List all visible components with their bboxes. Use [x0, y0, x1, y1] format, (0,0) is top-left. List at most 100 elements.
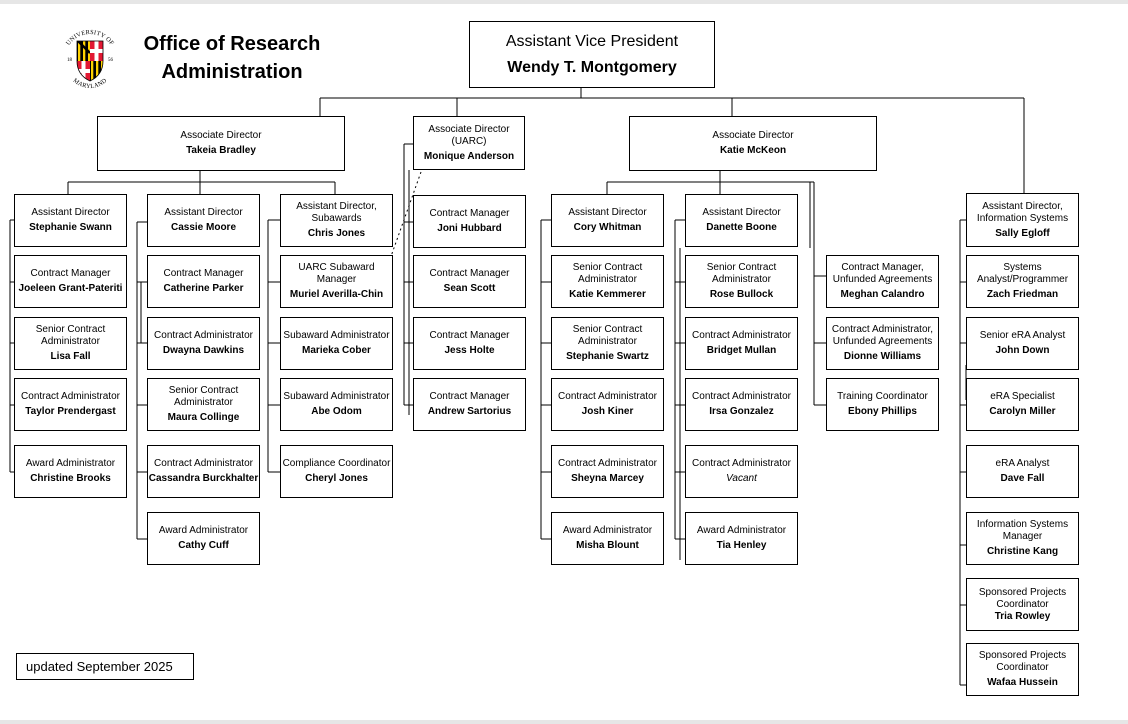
staff-box-holte: Contract Manager Jess Holte	[413, 317, 526, 370]
page-title-line-2: Administration	[161, 61, 303, 83]
position-title: Senior Contract Administrator	[572, 324, 643, 347]
person-name: Josh Kiner	[581, 406, 634, 417]
staff-box-calandro: Contract Manager, Unfunded Agreements Me…	[826, 255, 939, 308]
position-title: Systems Analyst/Programmer	[976, 262, 1069, 285]
person-name: Cassandra Burckhalter	[148, 473, 259, 484]
staff-box-cober: Subaward Administrator Marieka Cober	[280, 317, 393, 370]
person-name: Joni Hubbard	[437, 223, 502, 234]
position-title: Contract Manager	[429, 391, 510, 402]
staff-box-grant-pateriti: Contract Manager Joeleen Grant-Pateriti	[14, 255, 127, 308]
position-title: Senior Contract Administrator	[572, 262, 643, 285]
person-name: Tria Rowley	[994, 610, 1051, 622]
director-box-anderson: Associate Director (UARC) Monique Anders…	[413, 116, 525, 170]
person-name: Cathy Cuff	[178, 540, 229, 551]
position-title: Subaward Administrator	[283, 330, 390, 341]
staff-box-down: Senior eRA Analyst John Down	[966, 317, 1079, 370]
position-title: Compliance Coordinator	[282, 458, 391, 469]
person-name: Muriel Averilla-Chin	[289, 289, 384, 300]
person-name: Joeleen Grant-Pateriti	[18, 283, 123, 294]
person-name: Wendy T. Montgomery	[507, 58, 677, 76]
person-name: Katie McKeon	[719, 145, 787, 156]
staff-box-kemmerer: Senior Contract Administrator Katie Kemm…	[551, 255, 664, 308]
staff-box-vacant: Contract Administrator Vacant	[685, 445, 798, 498]
position-title: Contract Administrator	[558, 391, 657, 402]
seal-year-left: 18	[67, 58, 73, 63]
person-name: Takeia Bradley	[186, 145, 256, 156]
staff-box-sartorius: Contract Manager Andrew Sartorius	[413, 378, 526, 431]
page-title: Office of Research Administration	[142, 30, 322, 86]
person-name: Christine Brooks	[30, 473, 111, 484]
position-title: Contract Manager	[429, 330, 510, 341]
position-title: Training Coordinator	[837, 391, 928, 402]
position-title: Assistant Director	[31, 207, 110, 218]
position-title: Assistant Director	[164, 207, 243, 218]
person-name: Carolyn Miller	[989, 406, 1056, 417]
staff-box-prendergast: Contract Administrator Taylor Prendergas…	[14, 378, 127, 431]
position-title: Subaward Administrator	[283, 391, 390, 402]
person-name: Katie Kemmerer	[569, 289, 646, 300]
person-name: Chris Jones	[307, 228, 366, 239]
staff-box-egloff: Assistant Director, Information Systems …	[966, 193, 1079, 247]
position-title: Senior Contract Administrator	[35, 324, 106, 347]
staff-box-scott: Contract Manager Sean Scott	[413, 255, 526, 308]
position-title: Contract Manager	[429, 268, 510, 279]
position-title: Senior Contract Administrator	[706, 262, 777, 285]
position-title: Award Administrator	[158, 525, 249, 536]
staff-box-brooks: Award Administrator Christine Brooks	[14, 445, 127, 498]
person-name: Sean Scott	[443, 283, 496, 294]
staff-box-dave-fall: eRA Analyst Dave Fall	[966, 445, 1079, 498]
director-box-bradley: Associate Director Takeia Bradley	[97, 116, 345, 171]
position-title: Sponsored Projects Coordinator	[978, 586, 1067, 610]
staff-box-parker: Contract Manager Catherine Parker	[147, 255, 260, 308]
position-title: Sponsored Projects Coordinator	[978, 650, 1067, 673]
staff-box-blount: Award Administrator Misha Blount	[551, 512, 664, 565]
person-name: Wafaa Hussein	[987, 677, 1058, 688]
person-name: Sally Egloff	[995, 227, 1050, 239]
staff-box-gonzalez: Contract Administrator Irsa Gonzalez	[685, 378, 798, 431]
position-title: Contract Administrator	[558, 458, 657, 469]
staff-box-kang: Information Systems Manager Christine Ka…	[966, 512, 1079, 565]
position-title: UARC Subaward Manager	[298, 262, 375, 285]
staff-box-williams: Contract Administrator, Unfunded Agreeme…	[826, 317, 939, 370]
person-name: Taylor Prendergast	[25, 406, 116, 417]
updated-date-label: updated September 2025	[16, 653, 194, 680]
position-title: Assistant Director, Subawards	[296, 201, 377, 224]
position-title: Contract Administrator, Unfunded Agreeme…	[831, 324, 934, 347]
position-title: Contract Administrator	[692, 458, 791, 469]
person-name: Dave Fall	[1000, 473, 1045, 484]
person-name: Ebony Phillips	[848, 406, 917, 417]
person-name: Maura Collinge	[167, 412, 240, 423]
vacancy-label: Vacant	[726, 473, 757, 484]
staff-box-kiner: Contract Administrator Josh Kiner	[551, 378, 664, 431]
staff-box-mullan: Contract Administrator Bridget Mullan	[685, 317, 798, 370]
university-seal-icon: UNIVERSITY OF MARYLAND 18 56	[65, 29, 115, 90]
bottom-band	[0, 720, 1128, 724]
staff-box-miller: eRA Specialist Carolyn Miller	[966, 378, 1079, 431]
position-title: Information Systems Manager	[976, 519, 1069, 542]
person-name: Dionne Williams	[843, 351, 922, 362]
staff-box-rowley: Sponsored Projects Coordinator Tria Rowl…	[966, 578, 1079, 631]
person-name: Dwayna Dawkins	[162, 345, 245, 356]
position-title: Award Administrator	[696, 525, 787, 536]
page-title-line-1: Office of Research	[143, 33, 321, 55]
position-title: Senior Contract Administrator	[168, 385, 239, 408]
staff-box-boone: Assistant Director Danette Boone	[685, 194, 798, 247]
staff-box-marcey: Contract Administrator Sheyna Marcey	[551, 445, 664, 498]
position-title: Contract Manager	[429, 208, 510, 219]
position-title: Assistant Director	[702, 207, 781, 218]
person-name: Marieka Cober	[302, 345, 371, 356]
director-box-mckeon: Associate Director Katie McKeon	[629, 116, 877, 171]
staff-box-odom: Subaward Administrator Abe Odom	[280, 378, 393, 431]
person-name: Meghan Calandro	[840, 289, 925, 300]
person-name: Misha Blount	[576, 540, 639, 551]
staff-box-bullock: Senior Contract Administrator Rose Bullo…	[685, 255, 798, 308]
position-title: Contract Manager	[163, 268, 244, 279]
avp-box: Assistant Vice President Wendy T. Montgo…	[469, 21, 715, 88]
person-name: Cheryl Jones	[305, 473, 368, 484]
staff-box-chris-jones: Assistant Director, Subawards Chris Jone…	[280, 194, 393, 247]
person-name: Bridget Mullan	[706, 345, 777, 356]
staff-box-hubbard: Contract Manager Joni Hubbard	[413, 195, 526, 248]
staff-box-moore: Assistant Director Cassie Moore	[147, 194, 260, 247]
position-title: Senior eRA Analyst	[979, 330, 1066, 341]
person-name: Stephanie Swartz	[566, 351, 649, 362]
